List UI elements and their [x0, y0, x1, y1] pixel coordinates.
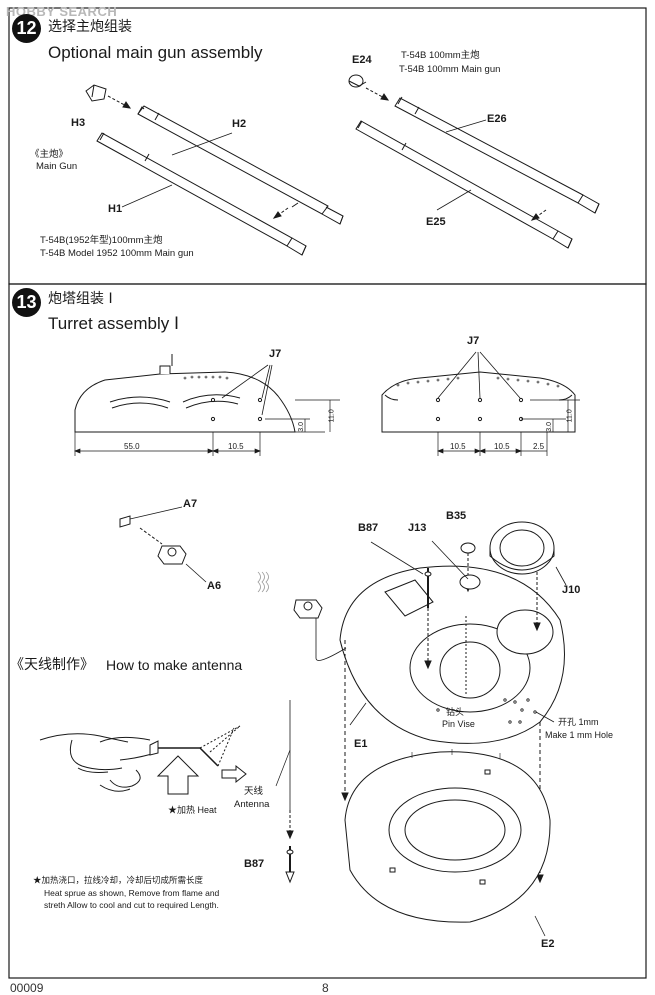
left-dimension-lines — [74, 399, 340, 456]
part-label-e24: E24 — [352, 54, 372, 66]
a7-part — [119, 515, 131, 528]
dim-right-10-5-a: 10.5 — [450, 442, 466, 451]
turret-base-e2 — [344, 749, 551, 923]
part-label-j13: J13 — [408, 522, 427, 534]
antenna-section-title-en: How to make antenna — [106, 657, 243, 673]
part-label-b87-antenna: B87 — [244, 858, 265, 870]
main-gun-label-en: Main Gun — [36, 161, 78, 172]
part-label-j7-right: J7 — [467, 335, 480, 347]
a6-part — [157, 545, 187, 565]
turret-side-profile — [74, 354, 296, 433]
main-gun-label-cn: 《主炮》 — [30, 149, 69, 160]
footer-code: 00009 — [10, 981, 44, 995]
part-label-a6: A6 — [207, 580, 222, 592]
step13-number-badge: 13 — [12, 288, 41, 317]
t54b-100-label-cn: T-54B 100mm主炮 — [401, 50, 480, 61]
turret-rear-profile — [381, 371, 576, 433]
antenna-section-title-cn: 《天线制作》 — [10, 657, 94, 673]
antenna-base-part — [293, 599, 323, 619]
dim-right-2-5: 2.5 — [533, 442, 545, 451]
step13-title-en: Turret assembly Ⅰ — [48, 314, 179, 333]
b87-antenna-part — [285, 846, 295, 884]
antenna-note-en-line1: Heat sprue as shown, Remove from flame a… — [44, 888, 220, 898]
hole-label-en: Make 1 mm Hole — [545, 730, 614, 740]
part-label-e1: E1 — [354, 738, 368, 750]
b87-part — [424, 568, 432, 608]
dim-left-11-0: 11.0 — [328, 409, 336, 423]
t54b-100-label-en: T-54B 100mm Main gun — [399, 64, 501, 75]
step12-title-cn: 选择主炮组装 — [48, 19, 132, 35]
hole-label-cn: 开孔 1mm — [558, 717, 599, 727]
step12-number-badge: 12 — [12, 14, 41, 43]
sprue-tool — [158, 725, 241, 767]
b35-part — [460, 542, 476, 554]
part-label-h3: H3 — [71, 117, 86, 129]
dim-right-3-0: 3.0 — [546, 421, 554, 432]
j13-ring — [459, 574, 481, 590]
step13-panel — [8, 283, 647, 979]
e25-barrel — [355, 120, 573, 249]
part-label-b87: B87 — [358, 522, 379, 534]
h3-muzzle-part — [85, 84, 107, 102]
part-label-j10: J10 — [562, 584, 581, 596]
dim-left-10-5: 10.5 — [228, 442, 244, 451]
e24-muzzle-part — [348, 74, 367, 88]
pin-vise-label-en: Pin Vise — [442, 719, 475, 729]
turret-top-e1 — [339, 565, 565, 744]
part-label-j7-left: J7 — [269, 348, 282, 360]
part-label-h2: H2 — [232, 118, 247, 130]
dim-right-11-0: 11.0 — [566, 409, 574, 423]
pull-arrow — [221, 764, 247, 784]
step12-title-en: Optional main gun assembly — [48, 43, 263, 62]
footer-page-number: 8 — [322, 981, 329, 995]
part-label-e26: E26 — [487, 113, 507, 125]
h1-barrel — [96, 132, 307, 256]
j10-cupola — [489, 521, 555, 575]
part-label-h1: H1 — [108, 203, 123, 215]
part-label-a7: A7 — [183, 498, 198, 510]
antenna-note-cn: ★加热浇口，拉线冷却，冷却后切成所需长度 — [33, 875, 204, 885]
antenna-label-cn: 天线 — [244, 786, 264, 797]
hand-illustration — [39, 733, 159, 792]
t54b-1952-label-en: T-54B Model 1952 100mm Main gun — [40, 248, 194, 259]
part-label-e2: E2 — [541, 938, 555, 950]
heat-label: ★加热 Heat — [168, 805, 217, 815]
antenna-label-en: Antenna — [234, 799, 270, 810]
e26-barrel — [394, 96, 600, 214]
antenna-note-en-line2: streth Allow to cool and cut to required… — [44, 900, 219, 910]
pin-vise-label-cn: 钻头 — [446, 707, 465, 717]
dim-left-3-0: 3.0 — [298, 421, 306, 432]
dim-right-10-5-b: 10.5 — [494, 442, 510, 451]
step13-title-cn: 炮塔组装 Ⅰ — [48, 291, 113, 307]
part-label-b35: B35 — [446, 510, 467, 522]
t54b-1952-label-cn: T-54B(1952年型)100mm主炮 — [40, 235, 163, 246]
heat-arrow — [156, 755, 200, 795]
part-label-e25: E25 — [426, 216, 446, 228]
dim-left-55: 55.0 — [124, 442, 140, 451]
right-dimension-lines — [437, 399, 580, 456]
h2-barrel — [137, 105, 344, 225]
